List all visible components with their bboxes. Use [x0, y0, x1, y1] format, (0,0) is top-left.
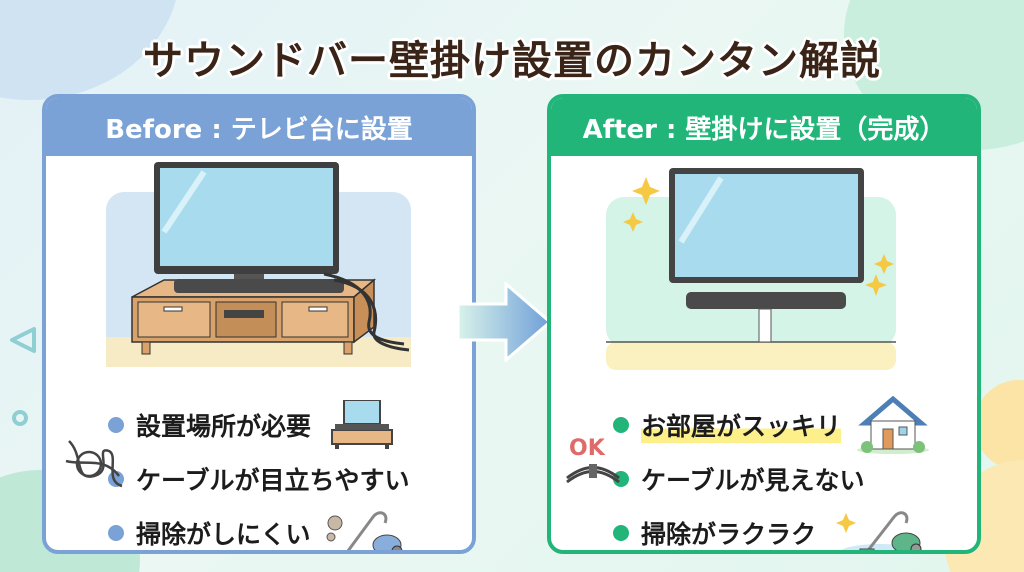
- tangled-cable-icon: [65, 440, 123, 488]
- bundled-cable-icon: [566, 464, 620, 484]
- bg-blob-bottom-right: [974, 380, 1024, 470]
- bullet-icon: [613, 525, 629, 541]
- triangle-decoration-icon: [10, 327, 36, 353]
- after-item-cleaning: 掃除がラクラク: [613, 506, 933, 550]
- circle-decoration-icon: [12, 410, 28, 426]
- bullet-icon: [613, 417, 629, 433]
- after-panel: After : 壁掛けに設置（完成） お部屋がスッキリ ケーブルが見えない 掃除…: [547, 94, 981, 554]
- before-panel: Before : テレビ台に設置 設置場所が必要 ケーブルが目立ちやすい 掃除が…: [42, 94, 476, 554]
- before-item-cable: ケーブルが目立ちやすい: [108, 452, 410, 506]
- bullet-icon: [108, 525, 124, 541]
- tv-on-stand-illustration: [106, 162, 411, 367]
- tv-stand-icon: [331, 400, 394, 449]
- before-item-cleaning: 掃除がしにくい: [108, 506, 410, 550]
- bullet-icon: [108, 417, 124, 433]
- after-header: After : 壁掛けに設置（完成）: [551, 98, 977, 156]
- house-icon: [857, 395, 930, 454]
- before-item-space: 設置場所が必要: [108, 398, 410, 452]
- before-list: 設置場所が必要 ケーブルが目立ちやすい 掃除がしにくい: [108, 398, 410, 550]
- vacuum-sparkle-icon: [836, 511, 922, 550]
- after-item-tidy: お部屋がスッキリ: [613, 395, 933, 454]
- wall-mounted-tv-illustration: [606, 168, 896, 370]
- right-arrow-icon: [458, 282, 553, 362]
- page-title: サウンドバー壁掛け設置のカンタン解説: [143, 38, 881, 84]
- before-header: Before : テレビ台に設置: [46, 98, 472, 156]
- after-list: お部屋がスッキリ ケーブルが見えない 掃除がラクラク: [613, 395, 933, 550]
- vacuum-dust-icon: [326, 511, 402, 550]
- after-item-cable: ケーブルが見えない: [613, 452, 933, 506]
- ok-label: OK: [569, 436, 605, 461]
